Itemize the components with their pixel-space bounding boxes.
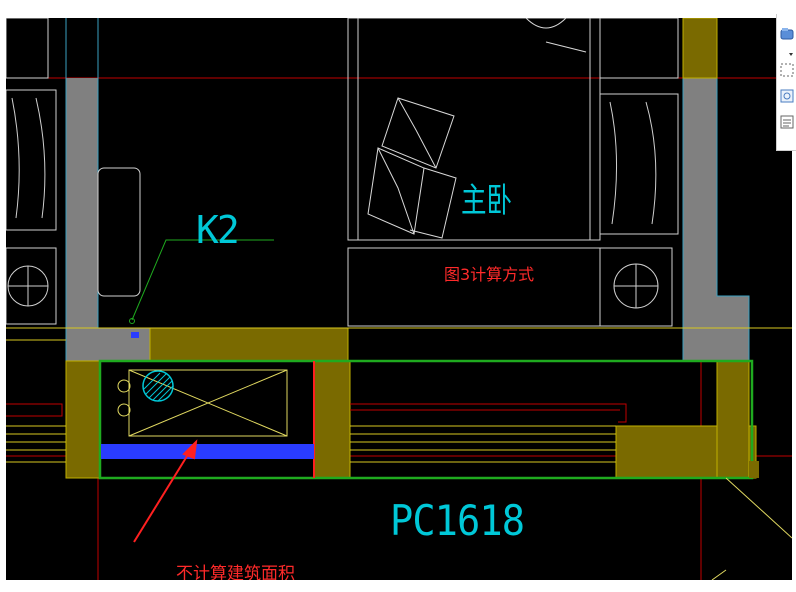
concrete-walls bbox=[66, 78, 749, 361]
cad-drawing bbox=[6, 18, 792, 580]
layer-icon[interactable] bbox=[780, 26, 794, 40]
pillows bbox=[367, 18, 587, 239]
bay-window-outline bbox=[98, 359, 754, 480]
beams bbox=[65, 327, 757, 479]
wardrobe-right bbox=[599, 18, 679, 327]
dropdown-arrow-icon[interactable] bbox=[780, 44, 794, 56]
cad-canvas[interactable]: K2 主卧 图3计算方式 PC1618 不计算建筑面积 bbox=[6, 18, 792, 580]
k2-leader-dot bbox=[129, 318, 135, 324]
column-top-right bbox=[682, 18, 718, 79]
properties-icon[interactable] bbox=[780, 114, 794, 129]
wall-outlines bbox=[65, 18, 750, 362]
outlet-hatch bbox=[143, 372, 174, 402]
annotation-label: 不计算建筑面积 bbox=[176, 564, 295, 580]
drain-circle-2 bbox=[117, 403, 131, 417]
side-toolbar bbox=[776, 14, 796, 151]
k2-leader-line bbox=[131, 239, 274, 321]
wardrobe-left bbox=[6, 18, 57, 325]
door-tag-label: PC1618 bbox=[390, 496, 525, 545]
drain-circle-1 bbox=[117, 379, 131, 393]
select-box-icon[interactable] bbox=[780, 62, 794, 77]
leader-anchor bbox=[131, 332, 139, 338]
railing-lines bbox=[6, 403, 627, 423]
highlight-strip bbox=[101, 444, 314, 459]
ac-unit bbox=[128, 369, 288, 437]
wall-lines bbox=[6, 327, 792, 463]
room-name-label: 主卧 bbox=[461, 181, 512, 221]
diagonal-lines bbox=[711, 477, 792, 580]
method-note-label: 图3计算方式 bbox=[444, 265, 535, 284]
end-cap bbox=[749, 461, 759, 478]
3d-view-icon[interactable] bbox=[780, 88, 794, 103]
window-tag-label: K2 bbox=[196, 208, 240, 252]
annotation-arrow bbox=[133, 439, 198, 543]
